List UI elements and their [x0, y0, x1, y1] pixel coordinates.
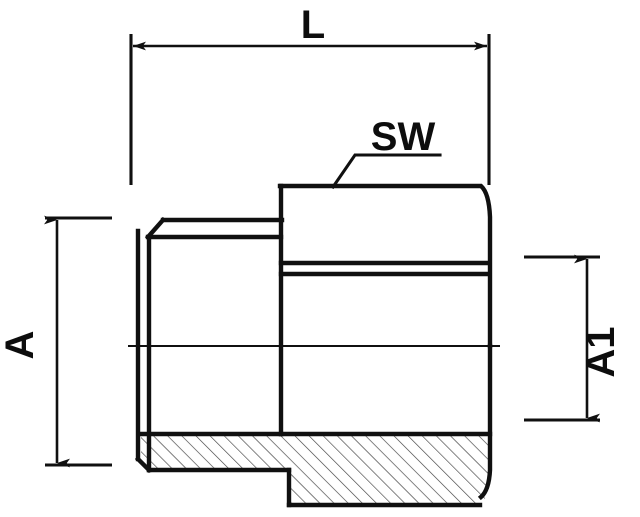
dimension-L: L [129, 3, 491, 185]
dimension-A: A [0, 215, 112, 468]
fitting-outline-group [134, 183, 493, 508]
collar-bottom-chamfer [134, 455, 153, 474]
dimension-SW-leader-line [330, 153, 442, 190]
hex-body-upper-right-outline [277, 183, 493, 349]
dimension-A1: A1 [524, 254, 623, 423]
hatch-region [141, 434, 489, 505]
hex-body-lower-right-outline [477, 343, 493, 501]
collar-top-chamfer [144, 216, 167, 241]
dimension-A1-label: A1 [579, 326, 623, 377]
section-hatching-group [141, 434, 489, 505]
dimension-A-label: A [0, 331, 42, 360]
dimension-L-label: L [301, 3, 325, 47]
dimension-SW-label: SW [371, 115, 436, 159]
dimension-SW: SW [330, 115, 442, 190]
